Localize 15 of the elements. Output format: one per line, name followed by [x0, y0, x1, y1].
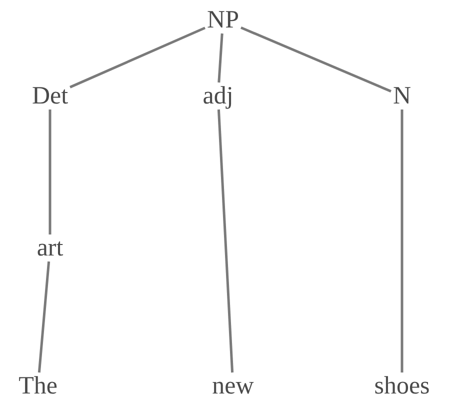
tree-branch — [240, 26, 392, 92]
tree-label: NP — [205, 6, 241, 34]
tree-branch — [38, 261, 50, 373]
tree-branch — [400, 110, 404, 372]
tree-branch — [70, 26, 206, 88]
tree-label: shoes — [372, 372, 432, 400]
tree-branch — [48, 110, 52, 234]
tree-label: adj — [200, 82, 236, 110]
tree-label: N — [390, 82, 414, 110]
tree-label: Det — [30, 82, 70, 110]
tree-label: The — [16, 372, 60, 400]
tree-label: new — [210, 372, 256, 400]
tree-label: art — [34, 234, 66, 262]
tree-branch — [217, 109, 234, 373]
tree-branch — [218, 33, 224, 83]
